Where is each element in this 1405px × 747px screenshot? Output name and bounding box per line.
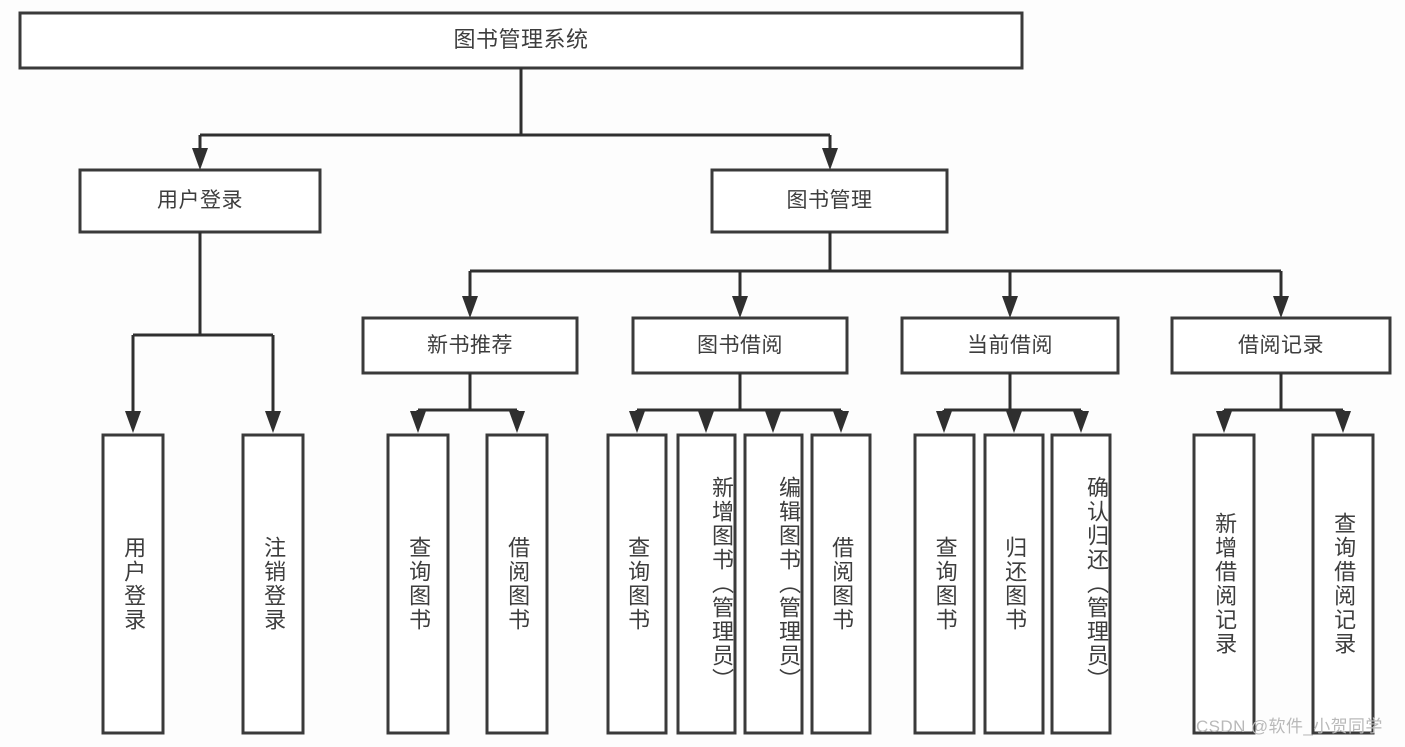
- connector-book-management-to-level3: [462, 232, 1289, 318]
- connector-user-login-to-leaves: [125, 232, 281, 433]
- connector-root-to-level2: [192, 68, 838, 170]
- node-box-book-borrow[interactable]: [631, 316, 849, 375]
- node-box-new-book-recommend[interactable]: [361, 316, 579, 375]
- node-box-leaf-logout-login[interactable]: [241, 433, 305, 735]
- node-box-leaf-add-record[interactable]: [1192, 433, 1256, 735]
- connector-current-borrow-to-leaves: [936, 373, 1089, 433]
- node-box-leaf-borrow-book-1[interactable]: [485, 433, 549, 735]
- node-box-leaf-edit-book[interactable]: [743, 433, 804, 735]
- node-box-leaf-query-book-3[interactable]: [913, 433, 976, 735]
- watermark-text: CSDN @软件_小贺同学: [1196, 717, 1383, 736]
- node-box-leaf-query-book-1[interactable]: [386, 433, 450, 735]
- node-box-current-borrow[interactable]: [900, 316, 1120, 375]
- node-box-leaf-query-book-2[interactable]: [606, 433, 668, 735]
- node-box-leaf-query-record[interactable]: [1311, 433, 1375, 735]
- node-box-book-management[interactable]: [710, 168, 949, 234]
- node-box-leaf-user-login[interactable]: [101, 433, 165, 735]
- connector-book-borrow-to-leaves: [629, 373, 849, 433]
- node-box-leaf-return-book[interactable]: [983, 433, 1045, 735]
- node-box-leaf-borrow-book-2[interactable]: [810, 433, 872, 735]
- node-box-leaf-confirm-return[interactable]: [1050, 433, 1112, 735]
- connector-borrow-record-to-leaves: [1216, 373, 1351, 433]
- node-box-borrow-record[interactable]: [1170, 316, 1392, 375]
- connector-new-book-recommend-to-leaves: [410, 373, 525, 433]
- node-box-leaf-add-book[interactable]: [676, 433, 737, 735]
- node-box-user-login[interactable]: [78, 168, 322, 234]
- node-box-root[interactable]: [18, 11, 1024, 70]
